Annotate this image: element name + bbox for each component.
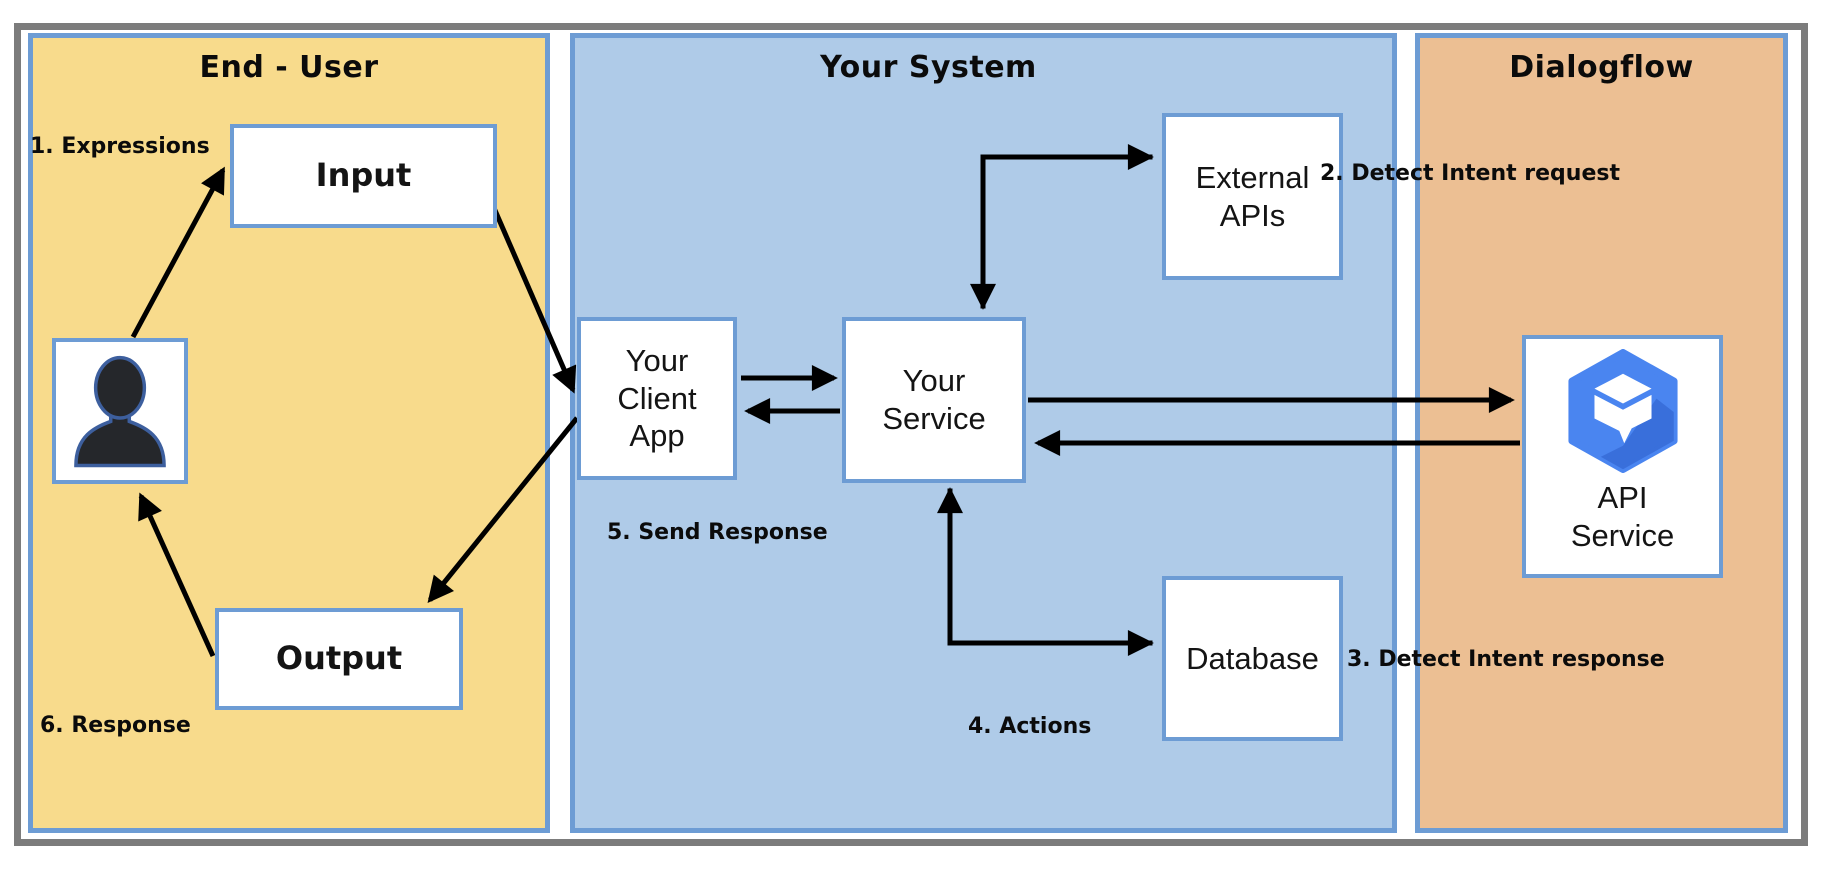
node-output: Output [215, 608, 463, 710]
node-external-apis: External APIs [1162, 113, 1343, 280]
panel-title-end-user: End - User [199, 50, 379, 85]
node-api-service-label: API Service [1570, 480, 1675, 553]
node-database: Database [1162, 576, 1343, 741]
flow-label-step2: 2. Detect Intent request [1320, 161, 1620, 186]
node-your-service: Your Service [842, 317, 1026, 483]
flow-label-step3: 3. Detect Intent response [1347, 647, 1665, 672]
node-your-client-app: Your Client App [577, 317, 737, 480]
flow-label-step6: 6. Response [40, 713, 191, 738]
flow-label-step1: 1. Expressions [30, 134, 210, 159]
flow-label-step5: 5. Send Response [607, 520, 828, 545]
node-database-label: Database [1186, 640, 1319, 676]
user-icon [74, 355, 166, 468]
node-input-label: Input [315, 156, 412, 195]
node-input: Input [230, 124, 497, 228]
panel-title-dialogflow: Dialogflow [1509, 50, 1694, 85]
node-your-client-app-label: Your Client App [617, 342, 697, 454]
node-api-service: API Service [1522, 335, 1723, 578]
node-your-service-label: Your Service [882, 363, 986, 436]
flow-label-step4: 4. Actions [968, 714, 1092, 739]
panel-title-your-system: Your System [820, 50, 1037, 85]
node-external-apis-label: External APIs [1195, 159, 1310, 233]
node-output-label: Output [275, 639, 403, 678]
node-user [52, 338, 188, 484]
dialogflow-logo-icon [1567, 349, 1678, 473]
